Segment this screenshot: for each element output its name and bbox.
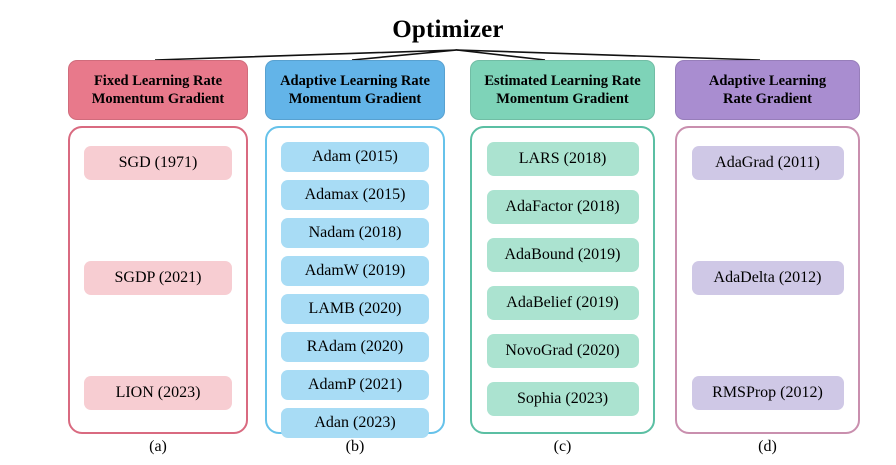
column-caption-d: (d) <box>758 438 777 455</box>
optimizer-item[interactable]: NovoGrad (2020) <box>486 334 639 368</box>
optimizer-item[interactable]: LARS (2018) <box>486 142 639 176</box>
optimizer-item[interactable]: AdaGrad (2011) <box>691 146 844 180</box>
header-line: Rate Gradient <box>723 91 812 107</box>
header-line: Momentum Gradient <box>496 91 629 107</box>
optimizer-item[interactable]: AdaBelief (2019) <box>486 286 639 320</box>
header-line: Adaptive Learning Rate <box>280 72 430 89</box>
header-line: Momentum Gradient <box>288 91 422 107</box>
header-line: Fixed Learning Rate <box>93 72 223 89</box>
category-body-c: LARS (2018) AdaFactor (2018) AdaBound (201… <box>470 126 655 434</box>
optimizer-item[interactable]: RMSProp (2012) <box>691 376 844 410</box>
optimizer-item[interactable]: Adam (2015) <box>281 142 429 172</box>
optimizer-item[interactable]: Nadam (2018) <box>281 218 429 248</box>
column-caption-a: (a) <box>149 438 167 455</box>
category-body-a: SGD (1971) SGDP (2021) LION (2023) <box>68 126 248 434</box>
optimizer-item[interactable]: AdaBound (2019) <box>486 238 639 272</box>
column-caption-c: (c) <box>553 438 572 455</box>
optimizer-item[interactable]: LAMB (2020) <box>281 294 429 324</box>
optimizer-item[interactable]: AdaFactor (2018) <box>486 190 639 224</box>
root-node-optimizer: Optimizer <box>392 16 504 43</box>
header-line: Adaptive Learning <box>708 72 827 89</box>
optimizer-item[interactable]: SGD (1971) <box>84 146 232 180</box>
optimizer-item[interactable]: Adamax (2015) <box>281 180 429 210</box>
optimizer-item[interactable]: RAdam (2020) <box>281 332 429 362</box>
optimizer-item[interactable]: AdaDelta (2012) <box>691 261 844 295</box>
header-line: Momentum Gradient <box>91 91 225 107</box>
optimizer-item[interactable]: LION (2023) <box>84 376 232 410</box>
optimizer-item[interactable]: AdamP (2021) <box>281 370 429 400</box>
optimizer-item[interactable]: Adan (2023) <box>281 408 429 438</box>
category-body-b: Adam (2015) Adamax (2015) Nadam (2018) Adam… <box>265 126 445 438</box>
optimizer-item[interactable]: AdamW (2019) <box>281 256 429 286</box>
optimizer-item[interactable]: SGDP (2021) <box>84 261 232 295</box>
column-caption-b: (b) <box>345 438 365 455</box>
header-line: Estimated Learning Rate <box>484 72 641 89</box>
optimizer-item[interactable]: Sophia (2023) <box>486 382 639 416</box>
category-body-d: AdaGrad (2011) AdaDelta (2012) RMSProp (20… <box>675 126 860 434</box>
